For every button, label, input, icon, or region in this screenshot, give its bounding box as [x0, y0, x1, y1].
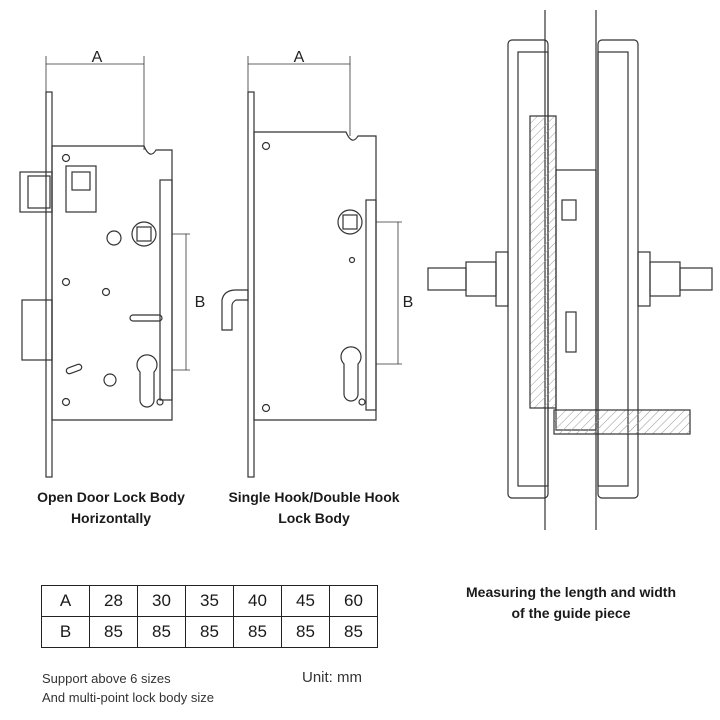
caption-guide-piece: Measuring the length and width of the gu… [446, 582, 696, 624]
screw-left-3 [61, 277, 71, 287]
latch-left [19, 171, 53, 213]
unit-label: Unit: mm [302, 669, 362, 686]
screw-mid-2 [261, 403, 271, 413]
handle-neck-left [465, 261, 497, 297]
cell-a-2: 30 [137, 585, 186, 617]
caption-hook-lock-body: Single Hook/Double Hook Lock Body [208, 487, 420, 529]
screw-left-2 [61, 397, 71, 407]
spindle-mid [342, 214, 358, 230]
caption-mid-line1: Single Hook/Double Hook [228, 489, 400, 505]
table-row-b: B 85 85 85 85 85 85 [41, 616, 378, 648]
handle-right [679, 267, 713, 291]
screw-mid-4 [358, 398, 366, 406]
screw-mid-3 [348, 256, 356, 264]
cell-a-3: 35 [185, 585, 234, 617]
latch-window [561, 199, 577, 221]
side-rail-mid [365, 199, 377, 411]
hook-lock-body [221, 56, 402, 478]
rose-right [637, 251, 651, 307]
door-cross-section [427, 10, 713, 530]
caption-left-line1: Open Door Lock Body [37, 489, 185, 505]
note-line2: And multi-point lock body size [42, 690, 214, 705]
rose-left [495, 251, 509, 307]
guide-piece-horizontal [553, 409, 691, 435]
spindle-ring-left [131, 221, 157, 247]
size-table: A 28 30 35 40 45 60 B 85 85 85 85 85 85 [41, 585, 378, 648]
dim-b-label-left: B [195, 294, 206, 311]
dim-b-label-mid: B [403, 294, 414, 311]
screw-left-5 [156, 398, 164, 406]
cell-b-3: 85 [185, 616, 234, 648]
latch-mech-left [65, 165, 97, 213]
row-label-b: B [41, 616, 90, 648]
cell-a-4: 40 [233, 585, 282, 617]
cell-b-6: 85 [329, 616, 378, 648]
handle-left [427, 267, 467, 291]
screw-left-1 [61, 153, 71, 163]
bolt-left [21, 299, 53, 361]
screw-mid-1 [261, 141, 271, 151]
cell-b-2: 85 [137, 616, 186, 648]
cell-a-5: 45 [281, 585, 330, 617]
row-label-a: A [41, 585, 90, 617]
cylinder-window [565, 311, 577, 353]
slot-left-2 [65, 363, 83, 375]
support-note: Support above 6 sizes And multi-point lo… [42, 669, 214, 707]
spindle-left [136, 226, 152, 242]
latch-spring-left [71, 171, 91, 191]
cell-b-4: 85 [233, 616, 282, 648]
cylinder-mid [340, 346, 362, 402]
hole-left [106, 230, 122, 246]
cell-b-1: 85 [89, 616, 138, 648]
spindle-ring-mid [337, 209, 363, 235]
dim-a-label-mid: A [294, 49, 305, 66]
note-line1: Support above 6 sizes [42, 671, 171, 686]
faceplate-left [45, 91, 53, 478]
table-row-a: A 28 30 35 40 45 60 [41, 585, 378, 617]
cell-b-5: 85 [281, 616, 330, 648]
side-rail-left [159, 179, 173, 401]
caption-right-line2: of the guide piece [511, 605, 631, 621]
handle-neck-right [649, 261, 681, 297]
caption-left-line2: Horizontally [70, 510, 152, 526]
slot-left [129, 314, 163, 322]
screw-left-4 [101, 287, 111, 297]
dim-a-label-left: A [92, 49, 103, 66]
cylinder-left [136, 354, 158, 408]
guide-piece-vertical [529, 115, 557, 409]
open-door-lock-body [19, 56, 190, 478]
cell-a-6: 60 [329, 585, 378, 617]
latch-inner-left [27, 175, 51, 209]
caption-open-door-lock-body: Open Door Lock Body Horizontally [2, 487, 220, 529]
hole-left-2 [103, 373, 117, 387]
caption-right-line1: Measuring the length and width [466, 584, 676, 600]
hook-mid [221, 289, 249, 331]
cell-a-1: 28 [89, 585, 138, 617]
faceplate-mid [247, 91, 255, 478]
caption-mid-line2: Lock Body [278, 510, 350, 526]
